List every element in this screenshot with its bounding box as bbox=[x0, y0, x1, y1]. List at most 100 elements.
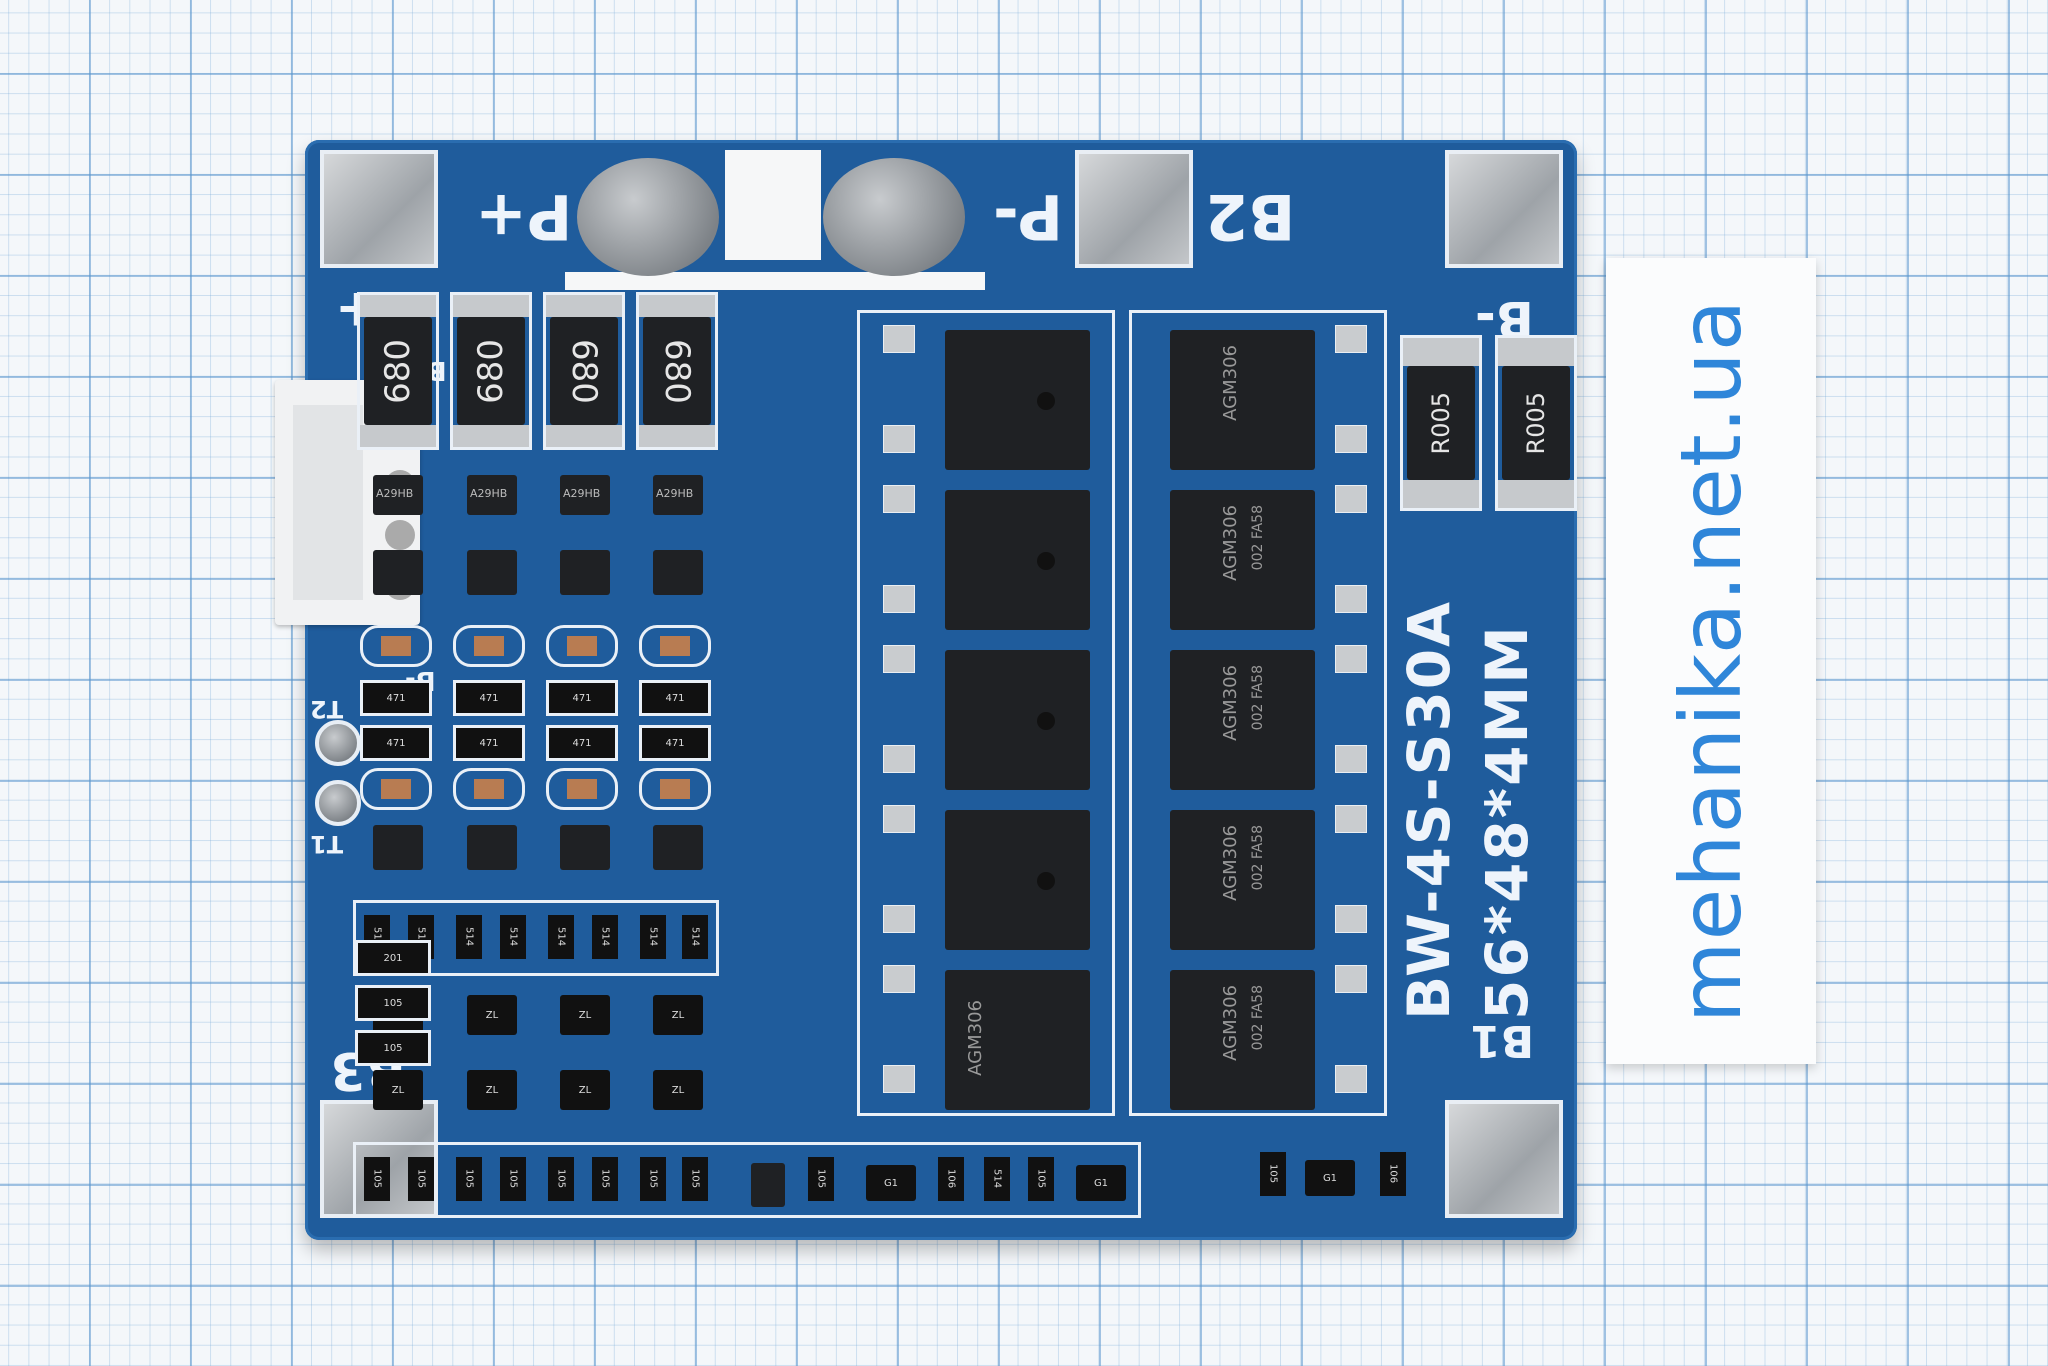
capacitor bbox=[453, 768, 525, 810]
sot-ic bbox=[560, 825, 610, 870]
resistor-471: 471 bbox=[639, 725, 711, 761]
mosfet-lead bbox=[883, 585, 915, 613]
sot-ic bbox=[560, 550, 610, 595]
mosfet: AGM306 bbox=[945, 970, 1090, 1110]
sot-ic bbox=[653, 550, 703, 595]
website-text: mehanika.net.ua bbox=[1662, 298, 1760, 1024]
resistor-201: 201 bbox=[355, 940, 431, 976]
transistor-zl: ZL bbox=[560, 1070, 610, 1110]
connector-housing bbox=[293, 405, 363, 600]
resistor-680-label: 680 bbox=[657, 338, 697, 404]
shunt-resistor-2: R005 bbox=[1495, 335, 1577, 511]
resistor-680-3: 680 bbox=[543, 292, 625, 450]
transistor-zl: ZL bbox=[560, 995, 610, 1035]
capacitor bbox=[546, 768, 618, 810]
transistor-zl: ZL bbox=[653, 995, 703, 1035]
model-text: BW-4S-S30A bbox=[1395, 599, 1463, 1020]
silkscreen-bar bbox=[565, 272, 985, 290]
protection-ic-2: A29HB bbox=[467, 475, 517, 515]
diode bbox=[751, 1163, 785, 1207]
mosfet-lead bbox=[1335, 805, 1367, 833]
resistor-680-4: 680 bbox=[636, 292, 718, 450]
protection-ic-1: A29HB bbox=[373, 475, 423, 515]
transistor-g1: G1 bbox=[866, 1165, 916, 1201]
resistor-680-1: 680 bbox=[357, 292, 439, 450]
transistor-zl: ZL bbox=[373, 1070, 423, 1110]
transistor-zl: ZL bbox=[467, 1070, 517, 1110]
shunt-resistor-1: R005 bbox=[1400, 335, 1482, 511]
sot-ic bbox=[467, 550, 517, 595]
connector-pin bbox=[385, 520, 415, 550]
transistor-zl: ZL bbox=[653, 1070, 703, 1110]
protection-ic-4: A29HB bbox=[653, 475, 703, 515]
mosfet-column-left bbox=[857, 310, 1115, 1116]
sot-ic bbox=[653, 825, 703, 870]
resistor-row-bottom: 105 105 105 105 105 105 105 105 105 G1 1… bbox=[353, 1142, 1141, 1218]
size-text: 56*48*4MM bbox=[1473, 624, 1541, 1020]
mosfet-lead bbox=[883, 805, 915, 833]
label-b2: B2 bbox=[1205, 180, 1296, 253]
mosfet: AGM306 002 FA58 bbox=[1170, 810, 1315, 950]
protection-ic-3: A29HB bbox=[560, 475, 610, 515]
resistor-471: 471 bbox=[453, 680, 525, 716]
resistor-471: 471 bbox=[639, 680, 711, 716]
label-b1: B1 bbox=[1470, 1015, 1535, 1066]
capacitor bbox=[639, 768, 711, 810]
mosfet-lead bbox=[1335, 1065, 1367, 1093]
resistor-680-label: 680 bbox=[471, 338, 511, 404]
pad-p-plus bbox=[577, 158, 719, 276]
mosfet-lead bbox=[883, 965, 915, 993]
transistor-g1: G1 bbox=[1076, 1165, 1126, 1201]
pad-top-right bbox=[1445, 150, 1563, 268]
mosfet bbox=[945, 490, 1090, 630]
resistor-105: 105 bbox=[355, 985, 431, 1021]
resistor-471: 471 bbox=[453, 725, 525, 761]
capacitor bbox=[360, 625, 432, 667]
mosfet-lead bbox=[1335, 745, 1367, 773]
sot-ic bbox=[373, 825, 423, 870]
capacitor bbox=[639, 625, 711, 667]
mosfet-lead bbox=[1335, 905, 1367, 933]
transistor-g1: G1 bbox=[1305, 1160, 1355, 1196]
resistor-680-2: 680 bbox=[450, 292, 532, 450]
mosfet-lead bbox=[1335, 585, 1367, 613]
test-point-t2 bbox=[315, 720, 361, 766]
mosfet-lead bbox=[883, 905, 915, 933]
mosfet-lead bbox=[1335, 325, 1367, 353]
sot-ic bbox=[373, 550, 423, 595]
mosfet: AGM306 002 FA58 bbox=[1170, 490, 1315, 630]
resistor-105: 105 bbox=[355, 1030, 431, 1066]
mosfet-lead bbox=[883, 425, 915, 453]
mosfet bbox=[945, 650, 1090, 790]
resistor-471: 471 bbox=[360, 680, 432, 716]
mosfet-lead bbox=[883, 485, 915, 513]
label-t1: T1 bbox=[310, 830, 344, 858]
mosfet bbox=[945, 810, 1090, 950]
mosfet-column-right bbox=[1129, 310, 1387, 1116]
capacitor bbox=[453, 625, 525, 667]
mosfet: AGM306 bbox=[1170, 330, 1315, 470]
pad-b2 bbox=[1075, 150, 1193, 268]
mosfet-lead bbox=[1335, 485, 1367, 513]
capacitor bbox=[546, 625, 618, 667]
mosfet-lead bbox=[883, 325, 915, 353]
label-p-plus: P+ bbox=[475, 180, 573, 253]
resistor-471: 471 bbox=[360, 725, 432, 761]
mosfet-lead bbox=[883, 645, 915, 673]
resistor-471: 471 bbox=[546, 680, 618, 716]
pad-bottom-right bbox=[1445, 1100, 1563, 1218]
resistor-105: 105 bbox=[1260, 1152, 1286, 1196]
mosfet-lead bbox=[883, 745, 915, 773]
mosfet-lead bbox=[1335, 425, 1367, 453]
test-point-t1 bbox=[315, 780, 361, 826]
transistor-zl: ZL bbox=[467, 995, 517, 1035]
capacitor bbox=[360, 768, 432, 810]
resistor-471: 471 bbox=[546, 725, 618, 761]
pad-top-left bbox=[320, 150, 438, 268]
pcb-board: P+ P- B2 B- B+ B3 B1 B+ B- T2 T1 680 680… bbox=[275, 140, 1577, 1240]
resistor-680-label: 680 bbox=[378, 338, 418, 404]
sot-ic bbox=[467, 825, 517, 870]
mosfet: AGM306 002 FA58 bbox=[1170, 650, 1315, 790]
pad-p-minus bbox=[823, 158, 965, 276]
mosfet bbox=[945, 330, 1090, 470]
